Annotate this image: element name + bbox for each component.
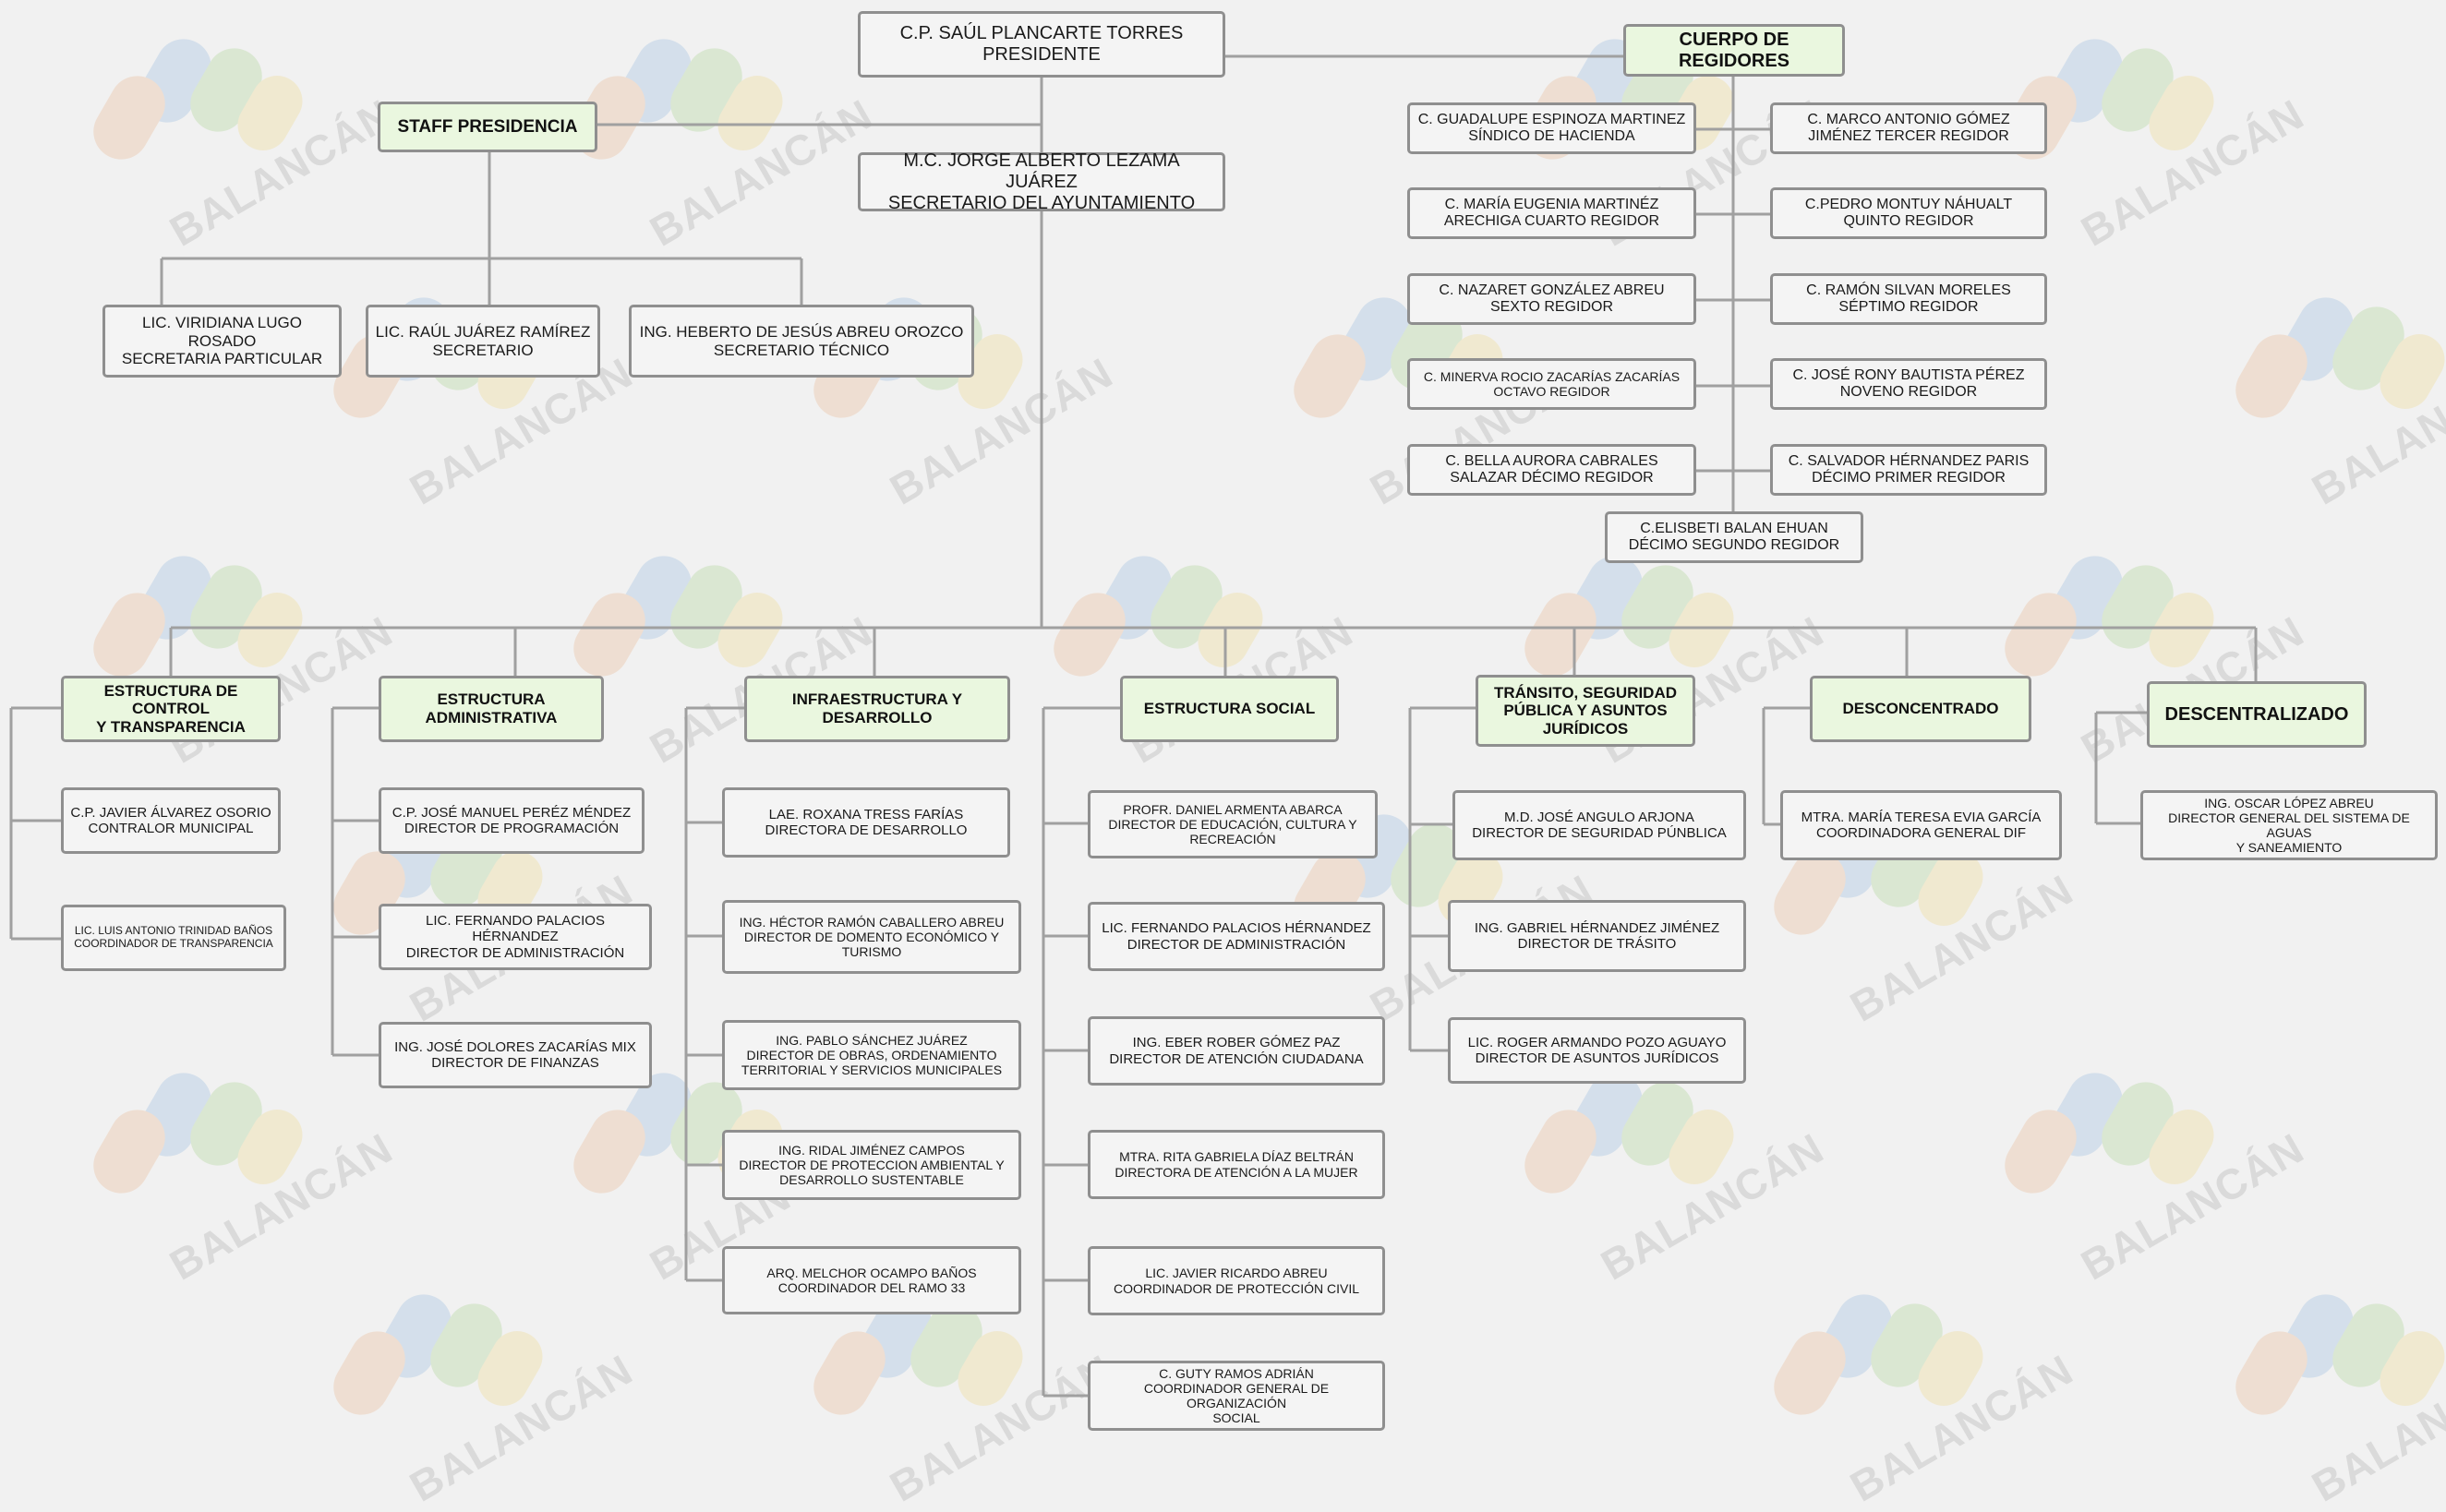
- staff-member-name: LIC. VIRIDIANA LUGO ROSADO: [142, 314, 302, 350]
- department-member-box: LIC. FERNANDO PALACIOS HÉRNANDEZ DIRECTO…: [1088, 902, 1385, 971]
- department-member-box: ING. OSCAR LÓPEZ ABREU DIRECTOR GENERAL …: [2140, 790, 2438, 860]
- regidor-text: C. BELLA AURORA CABRALES SALAZAR DÉCIMO …: [1445, 452, 1658, 486]
- staff-member-role: SECRETARIO TÉCNICO: [713, 341, 890, 359]
- member-text: LIC. JAVIER RICARDO ABREU COORDINADOR DE…: [1113, 1266, 1360, 1296]
- regidor-text: C.PEDRO MONTUY NÁHUALT QUINTO REGIDOR: [1804, 196, 2013, 229]
- member-text: ING. EBER ROBER GÓMEZ PAZ DIRECTOR DE AT…: [1109, 1035, 1364, 1067]
- department-member-box: ING. HÉCTOR RAMÓN CABALLERO ABREU DIRECT…: [722, 900, 1021, 974]
- regidor-box: C. MARÍA EUGENIA MARTINÉZ ARECHIGA CUART…: [1407, 187, 1696, 239]
- department-title: ESTRUCTURA ADMINISTRATIVA: [425, 690, 558, 726]
- member-text: MTRA. RITA GABRIELA DÍAZ BELTRÁN DIRECTO…: [1115, 1149, 1358, 1180]
- regidor-text: C. MARCO ANTONIO GÓMEZ JIMÉNEZ TERCER RE…: [1807, 111, 2010, 144]
- member-text: C.P. JAVIER ÁLVAREZ OSORIO CONTRALOR MUN…: [70, 804, 271, 836]
- member-text: ING. GABRIEL HÉRNANDEZ JIMÉNEZ DIRECTOR …: [1474, 919, 1720, 952]
- department-member-box: ING. PABLO SÁNCHEZ JUÁREZ DIRECTOR DE OB…: [722, 1020, 1021, 1090]
- regidor-text: C. JOSÉ RONY BAUTISTA PÉREZ NOVENO REGID…: [1792, 366, 2025, 400]
- regidor-text: C.ELISBETI BALAN EHUAN DÉCIMO SEGUNDO RE…: [1628, 520, 1840, 553]
- member-text: LAE. ROXANA TRESS FARÍAS DIRECTORA DE DE…: [765, 806, 968, 838]
- department-member-box: LIC. JAVIER RICARDO ABREU COORDINADOR DE…: [1088, 1246, 1385, 1315]
- president-role: PRESIDENTE: [982, 44, 1101, 65]
- staff-presidencia-box: STAFF PRESIDENCIA: [378, 102, 597, 152]
- staff-title: STAFF PRESIDENCIA: [397, 116, 578, 137]
- regidor-box: C.PEDRO MONTUY NÁHUALT QUINTO REGIDOR: [1770, 187, 2047, 239]
- member-text: ING. JOSÉ DOLORES ZACARÍAS MIX DIRECTOR …: [394, 1038, 636, 1071]
- member-text: LIC. LUIS ANTONIO TRINIDAD BAÑOS COORDIN…: [74, 924, 273, 950]
- regidor-text: C. MINERVA ROCIO ZACARÍAS ZACARÍAS OCTAV…: [1423, 368, 1681, 399]
- member-text: ING. OSCAR LÓPEZ ABREU DIRECTOR GENERAL …: [2168, 795, 2410, 856]
- member-text: LIC. FERNANDO PALACIOS HÉRNANDEZ DIRECTO…: [405, 913, 625, 961]
- department-member-box: MTRA. RITA GABRIELA DÍAZ BELTRÁN DIRECTO…: [1088, 1130, 1385, 1199]
- department-header-control: ESTRUCTURA DE CONTROL Y TRANSPARENCIA: [61, 676, 281, 742]
- member-text: LIC. FERNANDO PALACIOS HÉRNANDEZ DIRECTO…: [1102, 920, 1371, 953]
- cuerpo-regidores-box: CUERPO DE REGIDORES: [1623, 24, 1845, 77]
- department-member-box: ING. GABRIEL HÉRNANDEZ JIMÉNEZ DIRECTOR …: [1448, 900, 1746, 972]
- regidor-box: C. GUADALUPE ESPINOZA MARTINEZ SÍNDICO D…: [1407, 102, 1696, 154]
- department-member-box: M.D. JOSÉ ANGULO ARJONA DIRECTOR DE SEGU…: [1452, 790, 1746, 860]
- department-member-box: LIC. LUIS ANTONIO TRINIDAD BAÑOS COORDIN…: [61, 905, 286, 971]
- regidor-box: C. MARCO ANTONIO GÓMEZ JIMÉNEZ TERCER RE…: [1770, 102, 2047, 154]
- regidor-box: C. NAZARET GONZÁLEZ ABREU SEXTO REGIDOR: [1407, 273, 1696, 325]
- department-member-box: C. GUTY RAMOS ADRIÁN COORDINADOR GENERAL…: [1088, 1361, 1385, 1431]
- member-text: ING. PABLO SÁNCHEZ JUÁREZ DIRECTOR DE OB…: [741, 1032, 1003, 1078]
- regidor-text: C. RAMÓN SILVAN MORELES SÉPTIMO REGIDOR: [1806, 282, 2011, 315]
- regidor-text: C. SALVADOR HÉRNANDEZ PARIS DÉCIMO PRIME…: [1788, 452, 2030, 486]
- department-member-box: LIC. FERNANDO PALACIOS HÉRNANDEZ DIRECTO…: [379, 904, 652, 970]
- department-member-box: PROFR. DANIEL ARMENTA ABARCA DIRECTOR DE…: [1088, 790, 1378, 858]
- regidor-text: C. NAZARET GONZÁLEZ ABREU SEXTO REGIDOR: [1439, 282, 1665, 315]
- connector-lines: [9, 54, 2258, 1398]
- department-header-social: ESTRUCTURA SOCIAL: [1120, 676, 1339, 742]
- regidor-box: C. RAMÓN SILVAN MORELES SÉPTIMO REGIDOR: [1770, 273, 2047, 325]
- regidor-box: C. JOSÉ RONY BAUTISTA PÉREZ NOVENO REGID…: [1770, 358, 2047, 410]
- department-member-box: ARQ. MELCHOR OCAMPO BAÑOS COORDINADOR DE…: [722, 1246, 1021, 1314]
- member-text: LIC. ROGER ARMANDO POZO AGUAYO DIRECTOR …: [1467, 1034, 1727, 1066]
- regidor-box: C.ELISBETI BALAN EHUAN DÉCIMO SEGUNDO RE…: [1605, 511, 1863, 563]
- secretario-name: M.C. JORGE ALBERTO LEZAMA JUÁREZ: [903, 150, 1180, 192]
- regidor-text: C. GUADALUPE ESPINOZA MARTINEZ SÍNDICO D…: [1417, 111, 1686, 144]
- department-header-infraestructura: INFRAESTRUCTURA Y DESARROLLO: [744, 676, 1010, 742]
- department-title: DESCENTRALIZADO: [2164, 703, 2349, 725]
- department-member-box: ING. EBER ROBER GÓMEZ PAZ DIRECTOR DE AT…: [1088, 1016, 1385, 1086]
- department-member-box: C.P. JAVIER ÁLVAREZ OSORIO CONTRALOR MUN…: [61, 787, 281, 854]
- department-header-transito: TRÁNSITO, SEGURIDAD PÚBLICA Y ASUNTOS JU…: [1476, 675, 1695, 747]
- member-text: ING. HÉCTOR RAMÓN CABALLERO ABREU DIRECT…: [739, 914, 1005, 960]
- member-text: MTRA. MARÍA TERESA EVIA GARCÍA COORDINAD…: [1801, 809, 2042, 841]
- department-title: ESTRUCTURA DE CONTROL Y TRANSPARENCIA: [96, 681, 246, 736]
- department-title: DESCONCENTRADO: [1842, 700, 1999, 718]
- regidor-box: C. BELLA AURORA CABRALES SALAZAR DÉCIMO …: [1407, 444, 1696, 496]
- department-member-box: LAE. ROXANA TRESS FARÍAS DIRECTORA DE DE…: [722, 787, 1010, 858]
- department-header-desconcentrado: DESCONCENTRADO: [1810, 676, 2031, 742]
- staff-member-name: ING. HEBERTO DE JESÚS ABREU OROZCO: [639, 322, 964, 341]
- member-text: C.P. JOSÉ MANUEL PERÉZ MÉNDEZ DIRECTOR D…: [392, 804, 632, 836]
- department-member-box: LIC. ROGER ARMANDO POZO AGUAYO DIRECTOR …: [1448, 1017, 1746, 1084]
- department-member-box: ING. JOSÉ DOLORES ZACARÍAS MIX DIRECTOR …: [379, 1022, 652, 1088]
- staff-member-role: SECRETARIO: [432, 341, 534, 359]
- member-text: PROFR. DANIEL ARMENTA ABARCA DIRECTOR DE…: [1108, 801, 1357, 847]
- member-text: M.D. JOSÉ ANGULO ARJONA DIRECTOR DE SEGU…: [1472, 809, 1727, 841]
- department-title: TRÁNSITO, SEGURIDAD PÚBLICA Y ASUNTOS JU…: [1493, 683, 1678, 738]
- cuerpo-regidores-title: CUERPO DE REGIDORES: [1678, 29, 1790, 71]
- president-name: C.P. SAÚL PLANCARTE TORRES: [899, 23, 1184, 43]
- department-header-administrativa: ESTRUCTURA ADMINISTRATIVA: [379, 676, 604, 742]
- department-title: ESTRUCTURA SOCIAL: [1143, 700, 1316, 718]
- department-title: INFRAESTRUCTURA Y DESARROLLO: [791, 690, 963, 726]
- regidor-box: C. SALVADOR HÉRNANDEZ PARIS DÉCIMO PRIME…: [1770, 444, 2047, 496]
- secretario-role: SECRETARIO DEL AYUNTAMIENTO: [887, 192, 1196, 213]
- department-header-descentralizado: DESCENTRALIZADO: [2147, 681, 2367, 748]
- regidor-box: C. MINERVA ROCIO ZACARÍAS ZACARÍAS OCTAV…: [1407, 358, 1696, 410]
- staff-member-role: SECRETARIA PARTICULAR: [121, 350, 323, 368]
- department-member-box: ING. RIDAL JIMÉNEZ CAMPOS DIRECTOR DE PR…: [722, 1130, 1021, 1200]
- member-text: C. GUTY RAMOS ADRIÁN COORDINADOR GENERAL…: [1143, 1365, 1330, 1426]
- regidor-text: C. MARÍA EUGENIA MARTINÉZ ARECHIGA CUART…: [1443, 196, 1660, 229]
- member-text: ING. RIDAL JIMÉNEZ CAMPOS DIRECTOR DE PR…: [739, 1142, 1005, 1188]
- department-member-box: C.P. JOSÉ MANUEL PERÉZ MÉNDEZ DIRECTOR D…: [379, 787, 645, 854]
- member-text: ARQ. MELCHOR OCAMPO BAÑOS COORDINADOR DE…: [766, 1265, 977, 1295]
- staff-member-name: LIC. RAÚL JUÁREZ RAMÍREZ: [375, 322, 591, 341]
- department-member-box: MTRA. MARÍA TERESA EVIA GARCÍA COORDINAD…: [1780, 790, 2062, 860]
